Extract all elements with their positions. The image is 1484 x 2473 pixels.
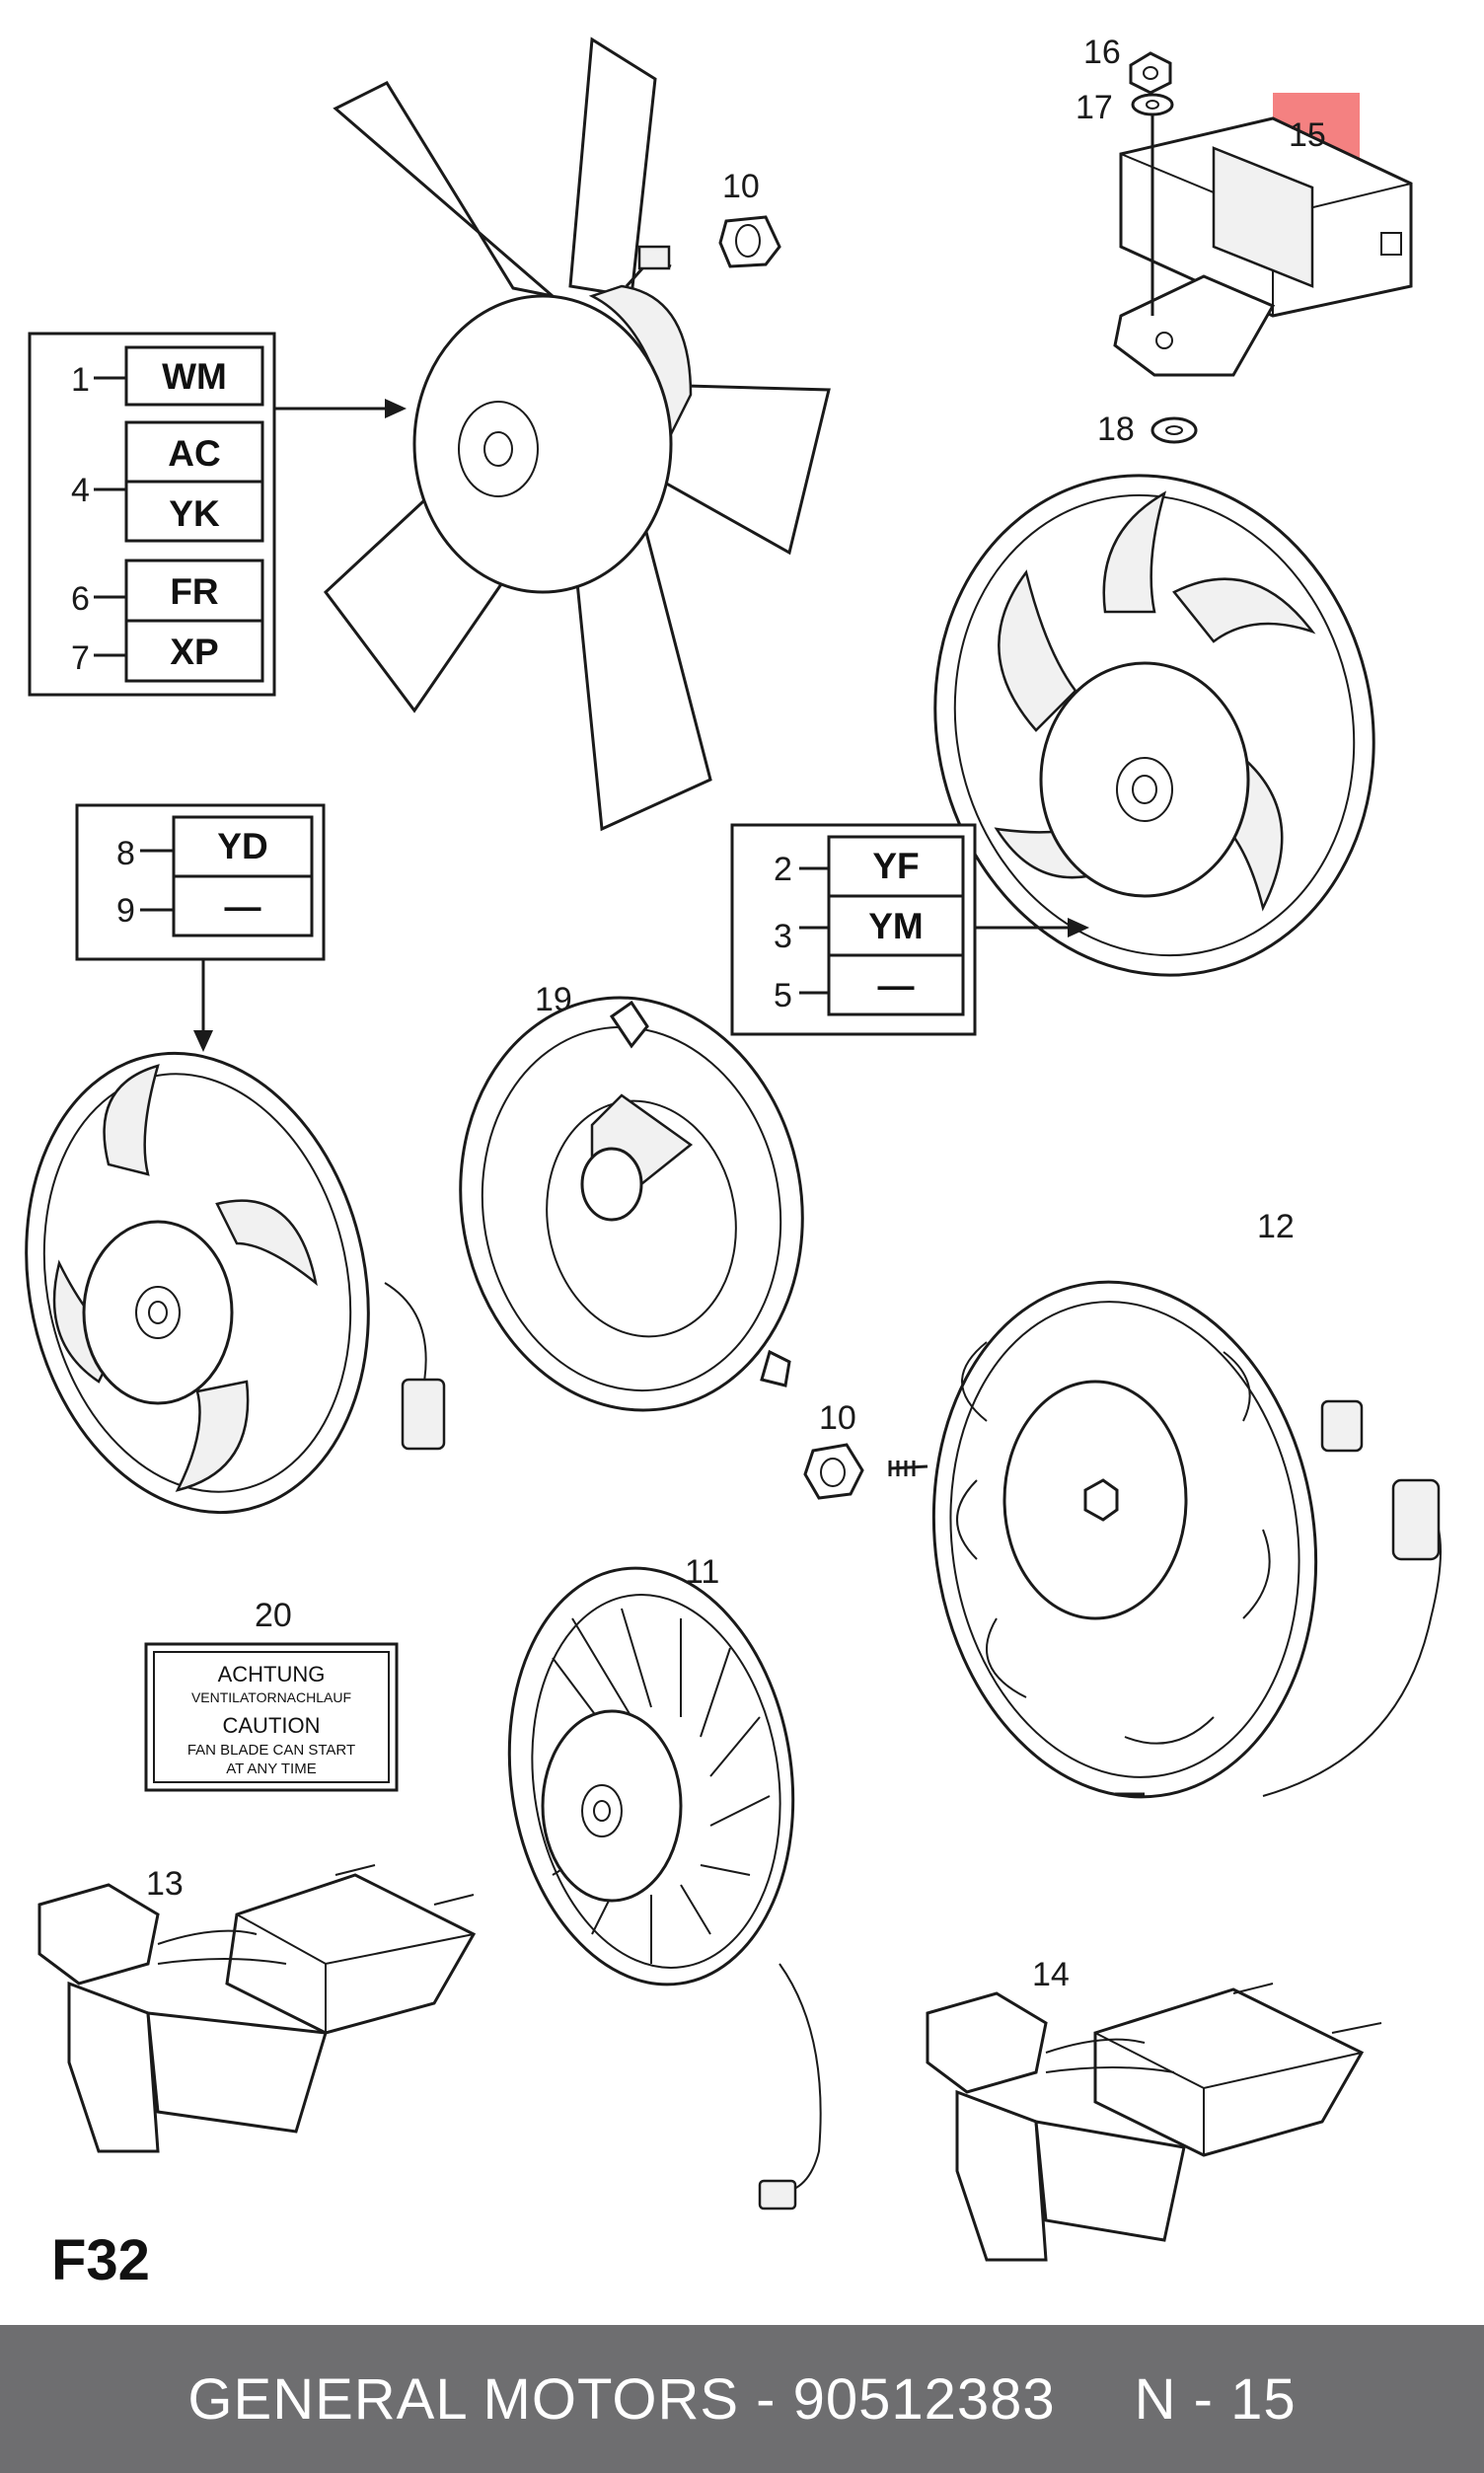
nut-10-top: 10 [718, 168, 781, 268]
callout-6: 6 [71, 580, 90, 618]
code-ym: YM [868, 906, 924, 946]
resistor-15-group: 16 17 18 15 [1076, 34, 1413, 448]
code-box-right: YF YM — 2 3 5 [730, 823, 1089, 1036]
code-yf: YF [872, 846, 919, 886]
label-line-3: CAUTION [223, 1713, 321, 1738]
callout-1: 1 [71, 361, 90, 399]
callout-13: 13 [146, 1865, 184, 1903]
callout-4: 4 [71, 472, 90, 509]
callout-15: 15 [1289, 116, 1326, 154]
callout-10-top: 10 [722, 168, 760, 205]
callout-14: 14 [1032, 1956, 1070, 1993]
fan-assembly-2 [933, 474, 1375, 977]
callout-18: 18 [1097, 411, 1135, 448]
label-line-5: AT ANY TIME [226, 1761, 316, 1777]
callout-3: 3 [774, 918, 792, 955]
callout-9: 9 [116, 892, 135, 930]
callout-17: 17 [1076, 89, 1113, 126]
footer-page: N - 15 [1134, 2366, 1297, 2432]
code-yd: YD [217, 826, 267, 866]
label-line-1: ACHTUNG [218, 1662, 326, 1686]
callout-12: 12 [1257, 1208, 1295, 1245]
code-ac: AC [168, 433, 220, 474]
callout-7: 7 [71, 639, 90, 677]
callout-16: 16 [1083, 34, 1121, 71]
footer-bar: GENERAL MOTORS - 90512383 N - 15 [0, 2325, 1484, 2473]
footer-brand: GENERAL MOTORS - 90512383 [187, 2366, 1056, 2432]
resistor-13: 13 [37, 1864, 477, 2153]
callout-20: 20 [255, 1597, 292, 1634]
nut-10-mid: 10 [803, 1399, 928, 1500]
code-yk: YK [169, 493, 220, 534]
parts-diagram: WM AC YK FR XP 1 4 6 7 10 16 17 18 [25, 34, 1442, 2262]
warning-label-20: 20 ACHTUNG VENTILATORNACHLAUF CAUTION FA… [144, 1597, 399, 1792]
code-fr: FR [170, 571, 218, 612]
code-box-mid-left: YD — 8 9 [75, 803, 326, 1052]
label-line-4: FAN BLADE CAN START [187, 1742, 355, 1759]
code-wm: WM [162, 356, 227, 397]
fan-assembly-12: 12 [931, 1208, 1442, 1799]
resistor-14: 14 [926, 1956, 1382, 2262]
fan-assembly-1 [323, 37, 831, 832]
code-dash-left: — [225, 886, 261, 927]
callout-5: 5 [774, 977, 792, 1014]
code-xp: XP [170, 632, 218, 672]
figure-code: F32 [51, 2228, 150, 2292]
fan-assembly-3 [25, 1051, 446, 1515]
callout-10-mid: 10 [819, 1399, 856, 1437]
fan-assembly-11: 11 [507, 1553, 822, 2211]
code-dash-right: — [878, 965, 915, 1006]
shroud-19: 19 [459, 981, 804, 1412]
label-line-2: VENTILATORNACHLAUF [191, 1689, 351, 1705]
callout-8: 8 [116, 835, 135, 872]
callout-2: 2 [774, 851, 792, 888]
code-box-left: WM AC YK FR XP 1 4 6 7 [28, 332, 407, 697]
